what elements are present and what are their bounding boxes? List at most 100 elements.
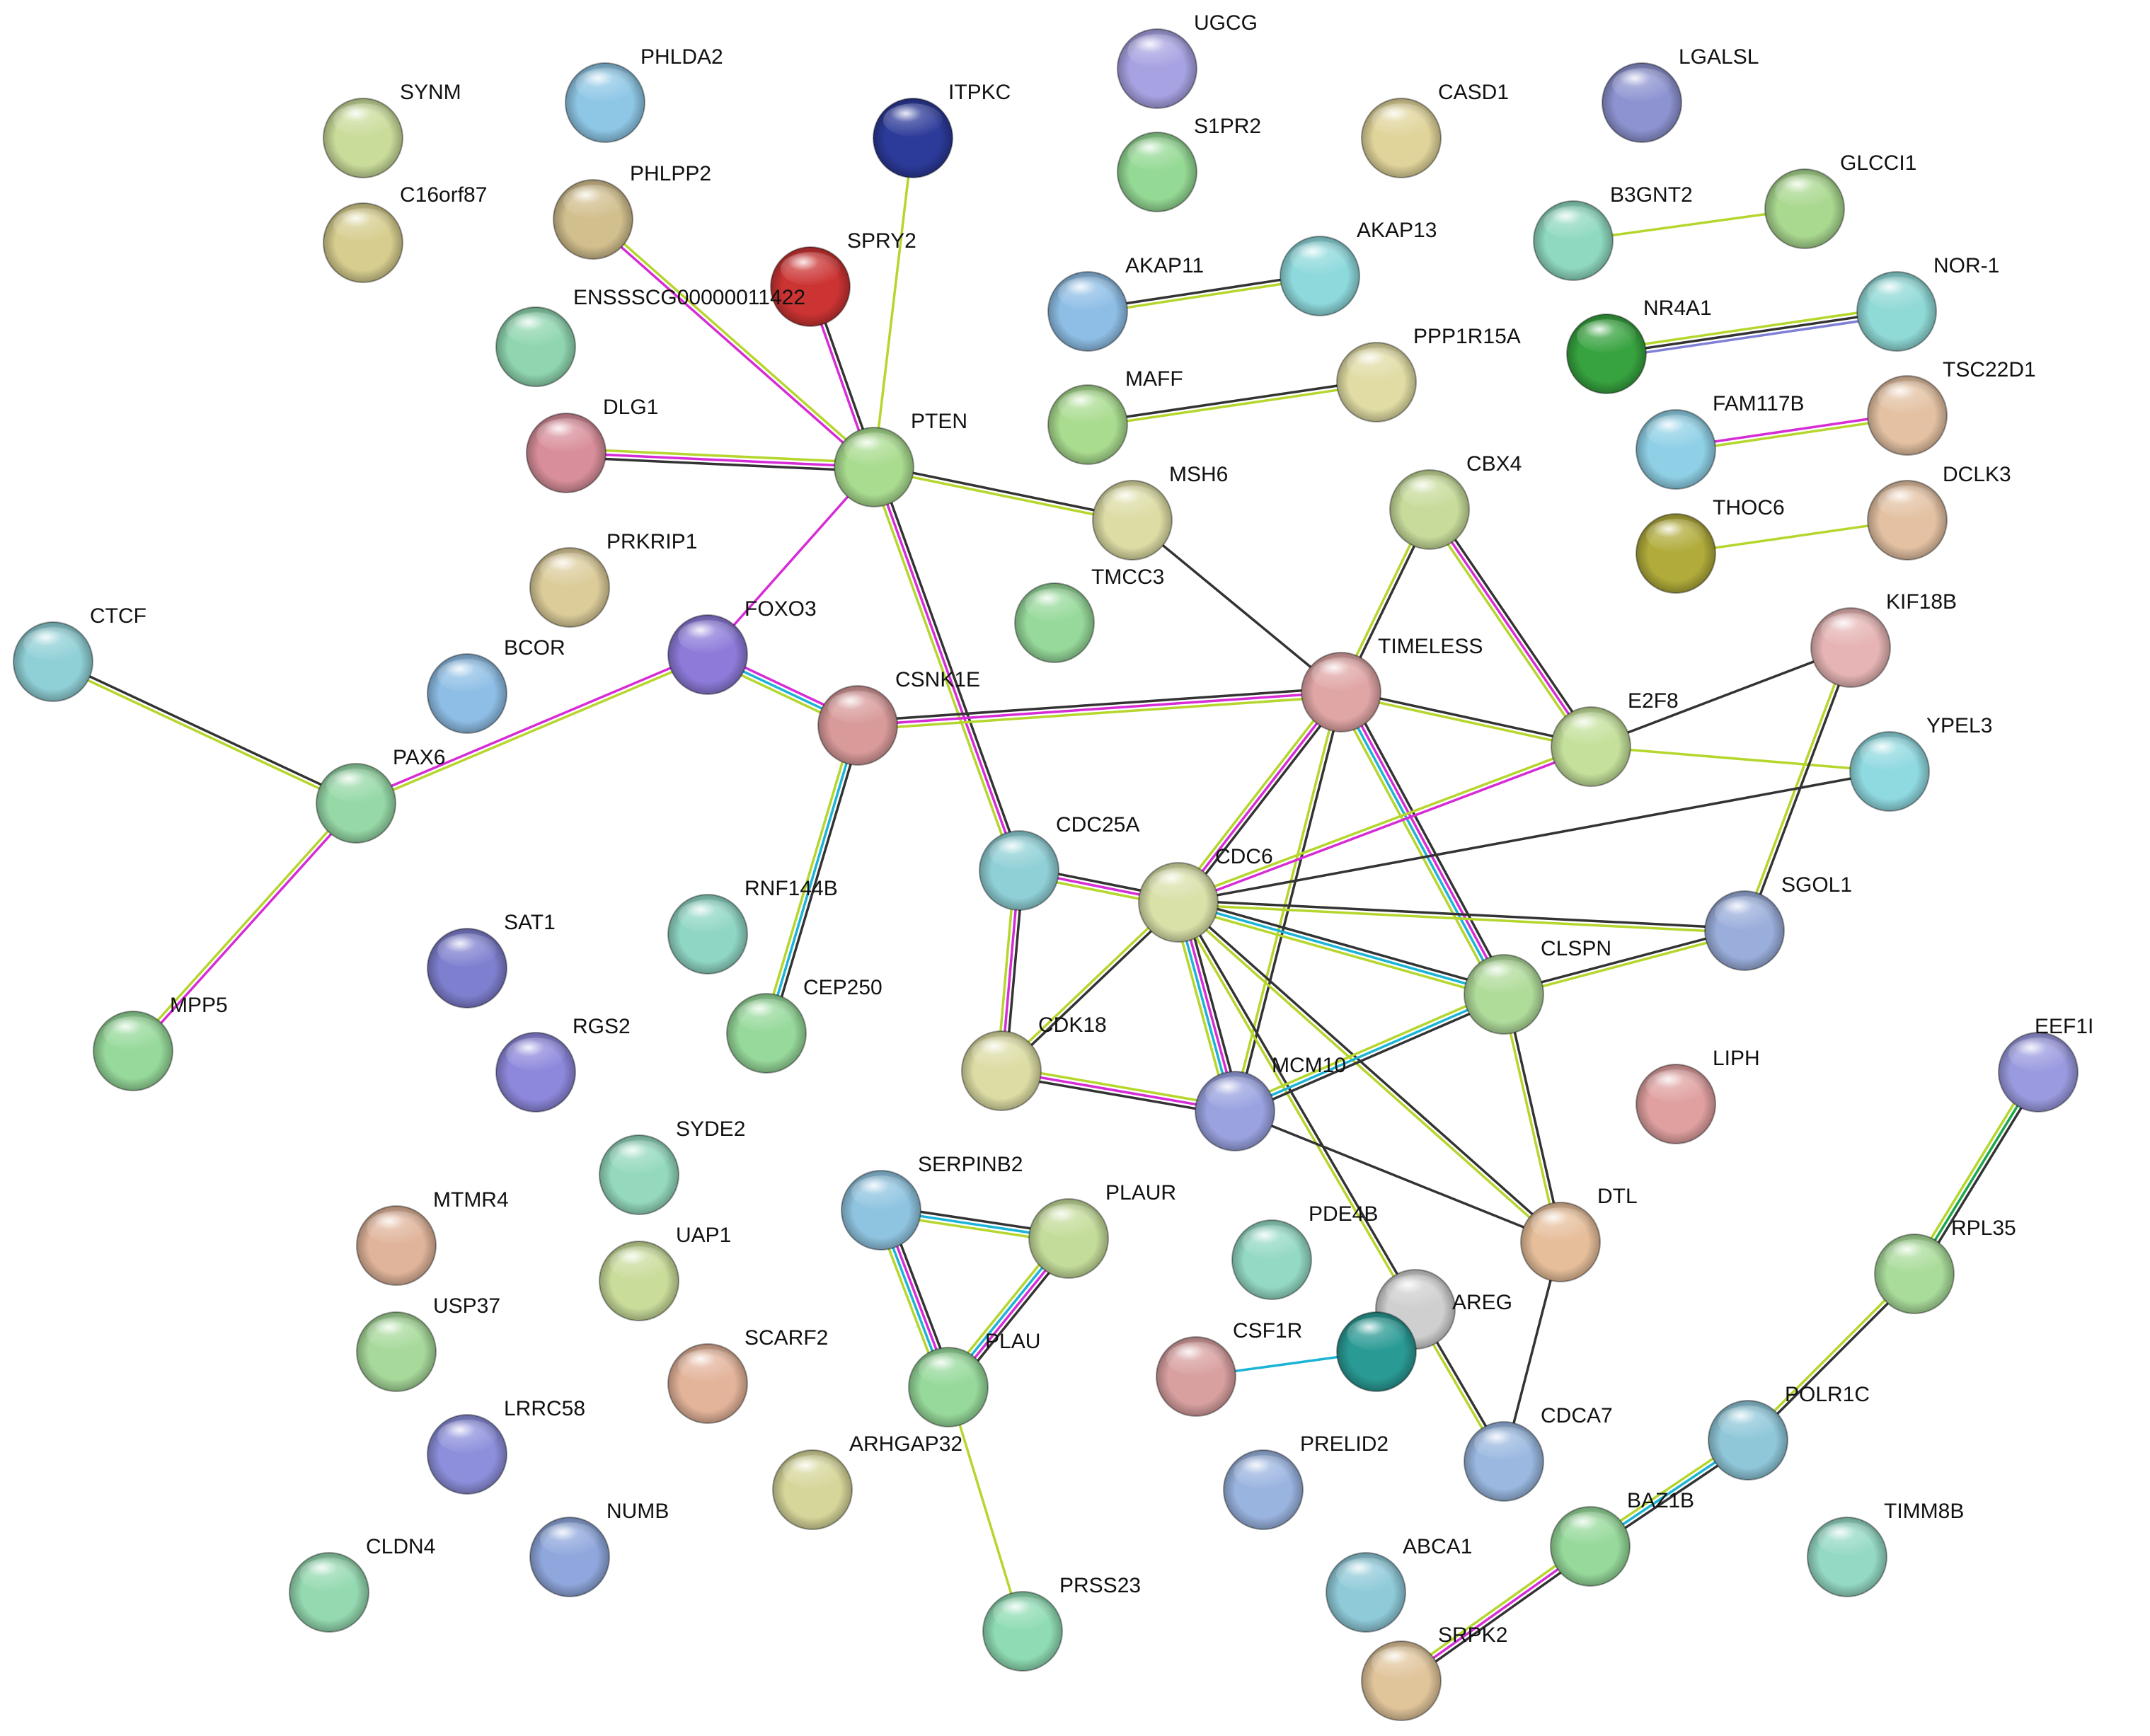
protein-node-cbx4[interactable]: CBX4 <box>1389 452 1522 550</box>
edge-CDC6-CDCA7 <box>1175 900 1507 1464</box>
protein-node-pten[interactable]: PTEN <box>834 410 967 507</box>
protein-node-bcor[interactable]: BCOR <box>427 636 565 734</box>
protein-node-cldn4[interactable]: CLDN4 <box>289 1535 435 1633</box>
protein-node-enssscg00000011422[interactable]: ENSSSCG00000011422 <box>495 286 805 387</box>
node-highlight <box>1149 868 1208 902</box>
protein-node-arhgap32[interactable]: ARHGAP32 <box>772 1432 962 1530</box>
protein-node-akap11[interactable]: AKAP11 <box>1047 254 1204 352</box>
node-label: RPL35 <box>1951 1217 2016 1240</box>
protein-node-eef1i[interactable]: EEF1I <box>1998 1015 2093 1113</box>
protein-node-nor-1[interactable]: NOR-1 <box>1856 254 1999 352</box>
protein-node-b3gnt2[interactable]: B3GNT2 <box>1533 183 1693 281</box>
protein-node-serpinb2[interactable]: SERPINB2 <box>841 1153 1023 1251</box>
node-label: KIF18B <box>1886 590 1957 614</box>
protein-node-dtl[interactable]: DTL <box>1520 1185 1638 1282</box>
protein-node-numb[interactable]: NUMB <box>529 1500 669 1597</box>
protein-node-mcm10[interactable]: MCM10 <box>1195 1054 1346 1151</box>
protein-node-baz1b[interactable]: BAZ1B <box>1550 1489 1694 1587</box>
protein-node-cdc25a[interactable]: CDC25A <box>979 813 1139 911</box>
protein-node-lgalsl[interactable]: LGALSL <box>1602 45 1759 143</box>
edge-evidence-line <box>999 899 1178 1071</box>
protein-node-fam117b[interactable]: FAM117B <box>1636 392 1805 490</box>
protein-node-syde2[interactable]: SYDE2 <box>599 1117 745 1215</box>
protein-node-pax6[interactable]: PAX6 <box>316 746 446 844</box>
protein-node-itpkc[interactable]: ITPKC <box>873 81 1011 178</box>
protein-node-csf1r[interactable]: CSF1R <box>1156 1319 1302 1417</box>
node-highlight <box>781 252 840 286</box>
protein-node-plau[interactable]: PLAU <box>908 1330 1040 1427</box>
protein-node-foxo3[interactable]: FOXO3 <box>667 597 817 695</box>
protein-node-sgol1[interactable]: SGOL1 <box>1704 873 1852 971</box>
protein-node-maff[interactable]: MAFF <box>1047 367 1183 465</box>
protein-node-srpk2[interactable]: SRPK2 <box>1361 1623 1507 1721</box>
node-label: MAFF <box>1125 367 1183 391</box>
protein-node-cep250[interactable]: CEP250 <box>726 976 883 1074</box>
node-label: TSC22D1 <box>1943 358 2036 381</box>
edge-evidence-line <box>1745 648 1854 932</box>
protein-node-plaur[interactable]: PLAUR <box>1028 1181 1176 1279</box>
protein-node-c16orf87[interactable]: C16orf87 <box>323 183 487 283</box>
node-highlight <box>1347 1317 1406 1351</box>
protein-node-prkrip1[interactable]: PRKRIP1 <box>529 530 697 628</box>
protein-node-mpp5[interactable]: MPP5 <box>93 994 228 1091</box>
protein-node-mtmr4[interactable]: MTMR4 <box>356 1188 509 1286</box>
protein-node-lrrc58[interactable]: LRRC58 <box>427 1397 585 1495</box>
protein-node-prelid2[interactable]: PRELID2 <box>1223 1432 1389 1530</box>
protein-node-thoc6[interactable]: THOC6 <box>1636 496 1785 594</box>
protein-node-ugcg[interactable]: UGCG <box>1117 11 1258 109</box>
protein-node-phlpp2[interactable]: PHLPP2 <box>553 162 711 260</box>
protein-node-akap13[interactable]: AKAP13 <box>1280 219 1437 316</box>
node-highlight <box>506 1037 565 1071</box>
protein-node-csnk1e[interactable]: CSNK1E <box>817 668 980 766</box>
node-highlight <box>609 1246 669 1280</box>
protein-node-tsc22d1[interactable]: TSC22D1 <box>1867 358 2036 456</box>
protein-node-rgs2[interactable]: RGS2 <box>495 1015 631 1113</box>
protein-node-dclk3[interactable]: DCLK3 <box>1867 463 2011 561</box>
protein-node-usp37[interactable]: USP37 <box>356 1294 500 1392</box>
protein-node-cdca7[interactable]: CDCA7 <box>1464 1404 1613 1502</box>
protein-node-cdc6[interactable]: CDC6 <box>1138 845 1273 943</box>
protein-node-pde4b[interactable]: PDE4B <box>1231 1202 1378 1300</box>
protein-node-ctcf[interactable]: CTCF <box>13 604 146 702</box>
node-highlight <box>1336 1558 1396 1592</box>
protein-node-rpl35[interactable]: RPL35 <box>1874 1217 2016 1314</box>
protein-node-spry2[interactable]: SPRY2 <box>770 229 916 327</box>
protein-node-timm8b[interactable]: TIMM8B <box>1807 1500 1964 1597</box>
protein-node-nr4a1[interactable]: NR4A1 <box>1566 297 1712 394</box>
protein-node-s1pr2[interactable]: S1PR2 <box>1117 115 1261 212</box>
protein-node-tmcc3[interactable]: TMCC3 <box>1014 565 1164 663</box>
edge-evidence-line <box>1234 993 1505 1113</box>
node-label: LGALSL <box>1679 45 1759 69</box>
edge-evidence-line <box>1909 1069 2036 1272</box>
protein-node-areg[interactable]: AREG <box>1375 1269 1512 1350</box>
node-label: PRKRIP1 <box>607 530 697 553</box>
protein-node-prss23[interactable]: PRSS23 <box>982 1574 1141 1672</box>
protein-node-uap1[interactable]: UAP1 <box>599 1224 731 1321</box>
protein-node-scarf2[interactable]: SCARF2 <box>667 1326 828 1424</box>
protein-node-cdk18[interactable]: CDK18 <box>961 1013 1107 1111</box>
edge-MCM10-DTL <box>1234 1110 1561 1243</box>
edge-evidence-line <box>874 464 1133 519</box>
protein-node-kif18b[interactable]: KIF18B <box>1810 590 1957 688</box>
protein-node-anon-teal[interactable] <box>1336 1311 1417 1392</box>
protein-node-ypel3[interactable]: YPEL3 <box>1849 714 1992 812</box>
protein-node-rnf144b[interactable]: RNF144B <box>667 877 838 975</box>
protein-node-synm[interactable]: SYNM <box>323 81 461 178</box>
protein-node-timeless[interactable]: TIMELESS <box>1301 635 1483 732</box>
protein-node-abca1[interactable]: ABCA1 <box>1326 1535 1472 1633</box>
protein-node-e2f8[interactable]: E2F8 <box>1551 689 1679 787</box>
node-label: SYDE2 <box>676 1117 745 1141</box>
protein-node-ppp1r15a[interactable]: PPP1R15A <box>1336 325 1521 422</box>
protein-node-sat1[interactable]: SAT1 <box>427 911 556 1008</box>
node-label: SYNM <box>400 81 461 104</box>
protein-node-phlda2[interactable]: PHLDA2 <box>565 45 723 143</box>
protein-node-dlg1[interactable]: DLG1 <box>526 396 658 493</box>
protein-node-glcci1[interactable]: GLCCI1 <box>1764 151 1916 249</box>
protein-node-msh6[interactable]: MSH6 <box>1092 463 1228 561</box>
protein-node-polr1c[interactable]: POLR1C <box>1708 1383 1870 1481</box>
edge-evidence-line <box>947 1386 1024 1632</box>
edge-evidence-line <box>1000 1074 1235 1117</box>
protein-node-liph[interactable]: LIPH <box>1636 1047 1760 1144</box>
protein-node-casd1[interactable]: CASD1 <box>1361 81 1509 178</box>
protein-node-clspn[interactable]: CLSPN <box>1464 937 1611 1035</box>
